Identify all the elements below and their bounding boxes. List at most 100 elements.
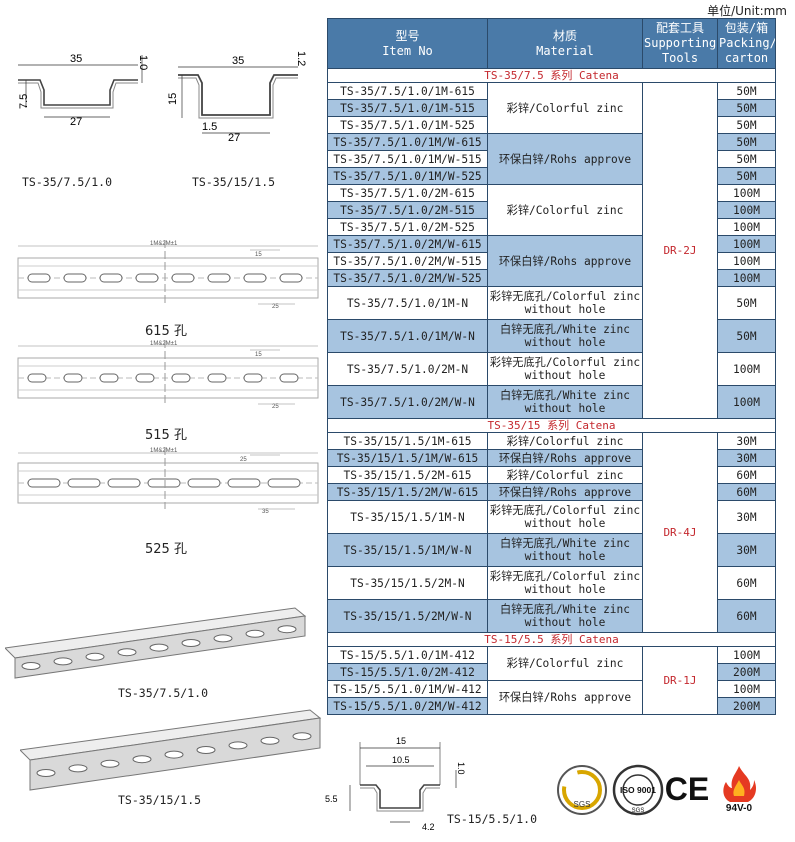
- slot-hole: [67, 478, 101, 488]
- item-no-cell: TS-35/7.5/1.0/2M-N: [327, 352, 488, 386]
- material-cell: 环保白锌/Rohs approve: [487, 483, 643, 501]
- item-no-cell: TS-35/7.5/1.0/1M/W-515: [327, 150, 488, 168]
- item-no-cell: TS-35/7.5/1.0/1M/W-N: [327, 319, 488, 353]
- packing-cell: 100M: [717, 235, 776, 253]
- item-no-cell: TS-35/7.5/1.0/2M-615: [327, 184, 488, 202]
- packing-cell: 30M: [717, 449, 776, 467]
- packing-cell: 100M: [717, 385, 776, 419]
- item-no-cell: TS-35/15/1.5/2M-N: [327, 566, 488, 600]
- slot-hole: [63, 273, 87, 283]
- rail-slot: [21, 662, 41, 670]
- sgs-text: SGS: [574, 800, 591, 809]
- packing-cell: 30M: [717, 432, 776, 450]
- slot-hole: [63, 373, 83, 383]
- packing-cell: 100M: [717, 252, 776, 270]
- rail-slot: [117, 648, 137, 657]
- profile-ts15-drawing: 15 10.5 5.5 1.0 4.2: [325, 736, 466, 832]
- rail-slot: [85, 652, 105, 661]
- ce-text: CE: [665, 771, 709, 807]
- slot-hole: [207, 273, 231, 283]
- slot-hole: [147, 478, 181, 488]
- profile-label-2: TS-35/15/1.5: [192, 175, 276, 189]
- slot-hole: [107, 478, 141, 488]
- item-no-cell: TS-35/7.5/1.0/1M-525: [327, 116, 488, 134]
- rail-slot: [149, 643, 169, 652]
- slot-hole: [27, 373, 47, 383]
- packing-cell: 60M: [717, 483, 776, 501]
- item-no-cell: TS-15/5.5/1.0/1M-412: [327, 646, 488, 664]
- dim-width-2: 35: [232, 55, 244, 67]
- section-row: TS-15/5.5 系列 Catena: [327, 632, 776, 647]
- rail-slot: [132, 755, 152, 764]
- material-cell: 白锌无底孔/White zinc without hole: [487, 599, 643, 633]
- iso-9001-icon: ISO 9001 SGS: [612, 764, 664, 816]
- slot-hole: [227, 478, 261, 488]
- length-note: 1M&2M±1: [150, 341, 178, 347]
- pitch-dim: 15: [255, 252, 262, 258]
- packing-cell: 100M: [717, 680, 776, 698]
- rail-label-1: TS-35/7.5/1.0: [118, 686, 209, 700]
- section-title: TS-35/7.5 系列 Catena: [327, 68, 776, 83]
- item-no-cell: TS-35/15/1.5/2M-615: [327, 466, 488, 484]
- item-no-cell: TS-35/7.5/1.0/2M/W-515: [327, 252, 488, 270]
- item-no-cell: TS-35/15/1.5/1M-N: [327, 500, 488, 534]
- item-no-cell: TS-35/7.5/1.0/2M-515: [327, 201, 488, 219]
- dim-thickness: 1.0: [137, 55, 149, 70]
- item-no-cell: TS-35/7.5/1.0/2M-525: [327, 218, 488, 236]
- dim-height-2: 15: [167, 93, 179, 105]
- pitch-dim: 25: [240, 457, 247, 463]
- profile-ts35-7-5-drawing: 35 27 7.5 1.0: [18, 53, 149, 128]
- rail-slot: [196, 746, 216, 754]
- slot-hole: [267, 478, 301, 488]
- rail-slot: [277, 625, 297, 634]
- packing-cell: 50M: [717, 99, 776, 117]
- item-no-cell: TS-35/15/1.5/2M/W-615: [327, 483, 488, 501]
- packing-cell: 30M: [717, 500, 776, 534]
- item-no-cell: TS-35/7.5/1.0/2M/W-N: [327, 385, 488, 419]
- rail-slot: [68, 764, 88, 773]
- packing-cell: 200M: [717, 697, 776, 715]
- iso-sub-text: SGS: [632, 808, 645, 814]
- hole-label-525: 525 孔: [145, 542, 187, 557]
- material-cell: 环保白锌/Rohs approve: [487, 235, 643, 287]
- packing-cell: 100M: [717, 218, 776, 236]
- material-cell: 白锌无底孔/White zinc without hole: [487, 385, 643, 419]
- section-title: TS-15/5.5 系列 Catena: [327, 632, 776, 647]
- item-no-cell: TS-35/15/1.5/2M/W-N: [327, 599, 488, 633]
- material-cell: 彩锌无底孔/Colorful zinc without hole: [487, 566, 643, 600]
- packing-cell: 30M: [717, 533, 776, 567]
- dim-height: 7.5: [18, 94, 30, 109]
- item-no-cell: TS-35/7.5/1.0/1M-N: [327, 286, 488, 320]
- rail-slot: [213, 634, 233, 643]
- slot-hole: [171, 373, 191, 383]
- dim-thickness-2: 1.2: [295, 51, 307, 66]
- packing-cell: 50M: [717, 286, 776, 320]
- packing-cell: 50M: [717, 82, 776, 100]
- material-cell: 彩锌/Colorful zinc: [487, 432, 643, 450]
- material-cell: 彩锌/Colorful zinc: [487, 184, 643, 236]
- dim-base: 27: [70, 116, 82, 128]
- item-no-cell: TS-15/5.5/1.0/1M/W-412: [327, 680, 488, 698]
- sgs-certification-icon: SGS: [557, 765, 607, 815]
- rail-slot: [292, 732, 312, 741]
- rail-slot: [260, 736, 280, 745]
- packing-cell: 50M: [717, 167, 776, 185]
- packing-cell: 50M: [717, 133, 776, 151]
- material-cell: 彩锌/Colorful zinc: [487, 82, 643, 134]
- material-cell: 环保白锌/Rohs approve: [487, 133, 643, 185]
- hole-dim: 25: [272, 304, 279, 310]
